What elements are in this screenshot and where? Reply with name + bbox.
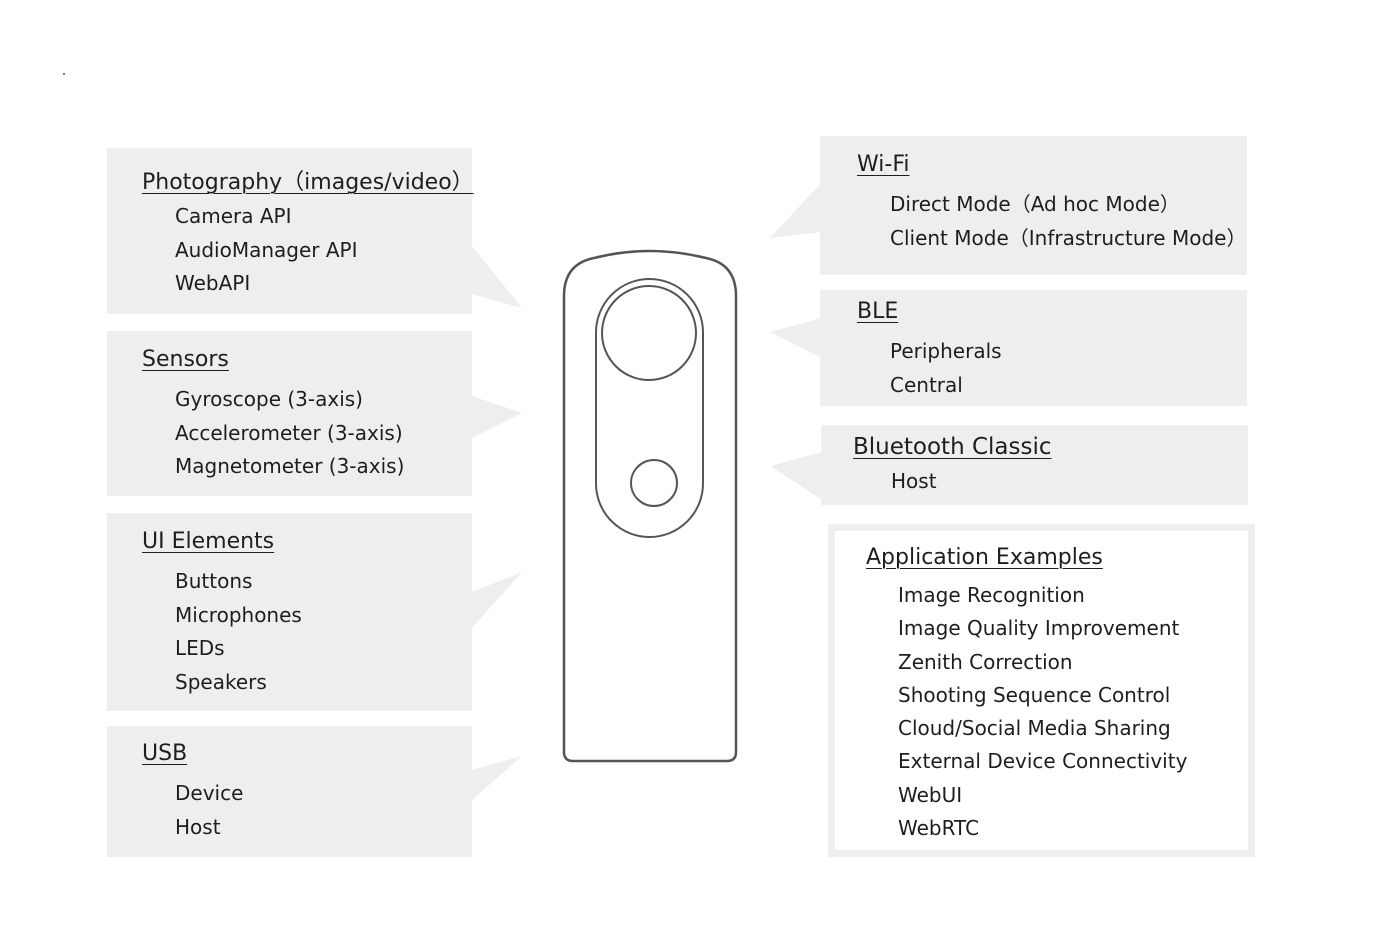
- pointer-ble: [770, 318, 822, 358]
- pointer-usb: [472, 756, 522, 800]
- pointer-sensors: [472, 396, 522, 438]
- list-item: Gyroscope (3-axis): [175, 387, 363, 411]
- pointer-photography: [472, 246, 522, 308]
- panel-ble: BLE Peripherals Central: [820, 290, 1247, 406]
- list-item: Direct Mode（Ad hoc Mode）: [890, 192, 1180, 216]
- list-item: Image Recognition: [898, 583, 1085, 607]
- panel-ui-elements: UI Elements Buttons Microphones LEDs Spe…: [107, 513, 472, 711]
- panel-heading: USB: [142, 741, 188, 766]
- panel-sensors: Sensors Gyroscope (3-axis) Accelerometer…: [107, 331, 472, 496]
- list-item: Zenith Correction: [898, 649, 1073, 674]
- list-item: WebAPI: [175, 271, 251, 295]
- list-item: Camera API: [175, 204, 292, 228]
- list-item: LEDs: [175, 636, 225, 660]
- list-item: Device: [175, 781, 244, 805]
- list-item: WebUI: [898, 782, 963, 807]
- list-item: Peripherals: [890, 339, 1002, 363]
- list-item: Central: [890, 372, 963, 397]
- stray-dot: [63, 73, 65, 75]
- panel-heading: UI Elements: [142, 529, 275, 554]
- pointer-bluetooth: [770, 452, 822, 500]
- panel-wifi: Wi-Fi Direct Mode（Ad hoc Mode） Client Mo…: [820, 136, 1247, 275]
- panel-heading: Photography（images/video）: [142, 170, 474, 195]
- pointer-wifi: [770, 182, 822, 238]
- list-item: Host: [891, 469, 937, 493]
- panel-application-examples: Application Examples Image Recognition I…: [828, 524, 1255, 857]
- list-item: Buttons: [175, 569, 253, 593]
- list-item: Client Mode（Infrastructure Mode）: [890, 225, 1247, 250]
- panel-heading: Application Examples: [866, 545, 1103, 570]
- list-item: Accelerometer (3-axis): [175, 420, 403, 445]
- panel-bluetooth-classic: Bluetooth Classic Host: [821, 425, 1248, 505]
- panel-heading: Wi-Fi: [857, 152, 910, 177]
- panel-heading: Sensors: [142, 347, 229, 372]
- panel-heading: BLE: [857, 299, 899, 324]
- list-item: Shooting Sequence Control: [898, 682, 1171, 707]
- list-item: AudioManager API: [175, 237, 358, 262]
- list-item: External Device Connectivity: [898, 749, 1188, 774]
- list-item: WebRTC: [898, 816, 980, 841]
- list-item: Speakers: [175, 669, 267, 694]
- panel-photography: Photography（images/video） Camera API Aud…: [107, 148, 474, 314]
- list-item: Image Quality Improvement: [898, 616, 1180, 641]
- panel-heading: Bluetooth Classic: [853, 434, 1052, 460]
- list-item: Host: [175, 814, 221, 839]
- list-item: Microphones: [175, 602, 302, 627]
- camera-device-icon: [562, 249, 738, 763]
- list-item: Magnetometer (3-axis): [175, 454, 405, 478]
- panel-usb: USB Device Host: [107, 726, 472, 857]
- list-item: Cloud/Social Media Sharing: [898, 716, 1171, 741]
- pointer-ui-elements: [472, 572, 522, 628]
